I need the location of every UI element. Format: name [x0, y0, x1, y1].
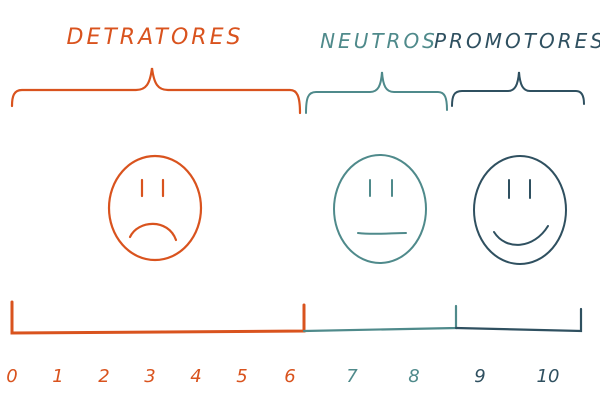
score-label: 4	[190, 366, 201, 387]
score-label: 6	[284, 366, 295, 387]
neutrals-bracket	[302, 304, 458, 333]
neutral-face-icon	[333, 154, 427, 264]
detractors-title: DETRATORES	[67, 25, 244, 50]
score-label: 0	[6, 366, 17, 387]
neutrals-brace	[305, 71, 448, 114]
neutrals-title: NEUTROS	[320, 29, 438, 53]
score-label: 2	[98, 366, 109, 387]
score-label: 3	[144, 366, 155, 387]
detractors-bracket	[10, 300, 306, 335]
score-label: 5	[236, 366, 247, 387]
happy-face-icon	[473, 155, 567, 265]
promoters-title: PROMOTORES	[434, 29, 600, 53]
score-label: 7	[346, 366, 358, 387]
promoters-brace	[451, 71, 585, 107]
promoters-bracket	[454, 307, 583, 333]
detractors-brace	[10, 67, 302, 115]
score-scale: 0 1 2 3 4 5 6 7 8 9 10	[6, 366, 559, 387]
score-label: 8	[408, 366, 419, 387]
sad-face-icon	[107, 154, 203, 262]
score-label: 9	[474, 366, 485, 387]
score-label: 1	[52, 366, 63, 387]
score-label: 10	[537, 366, 560, 387]
